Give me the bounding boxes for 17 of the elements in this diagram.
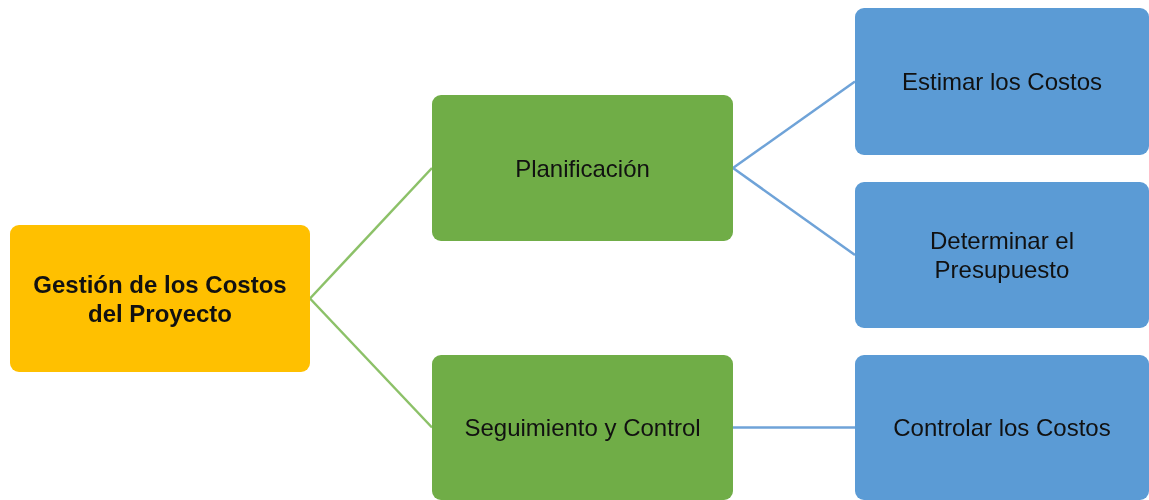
process-box — [10, 225, 310, 372]
connector-line — [732, 80, 856, 169]
box-label: Controlar los Costos — [893, 413, 1111, 442]
box-label: Estimar los Costos — [901, 67, 1103, 96]
process-box — [432, 95, 733, 241]
process-box — [432, 355, 733, 500]
connector-line — [733, 426, 855, 429]
connector-line — [732, 167, 856, 256]
box-label: Seguimiento y Control — [464, 413, 701, 442]
connector-line — [309, 297, 433, 429]
box-label: Planificación — [515, 153, 650, 183]
box-label: Gestión de los Costos del Proyecto — [32, 269, 288, 328]
process-box — [855, 182, 1149, 328]
process-box — [855, 8, 1149, 155]
box-label: Determinar el Presupuesto — [928, 226, 1075, 284]
connector-line — [309, 167, 433, 300]
process-box — [855, 355, 1149, 500]
